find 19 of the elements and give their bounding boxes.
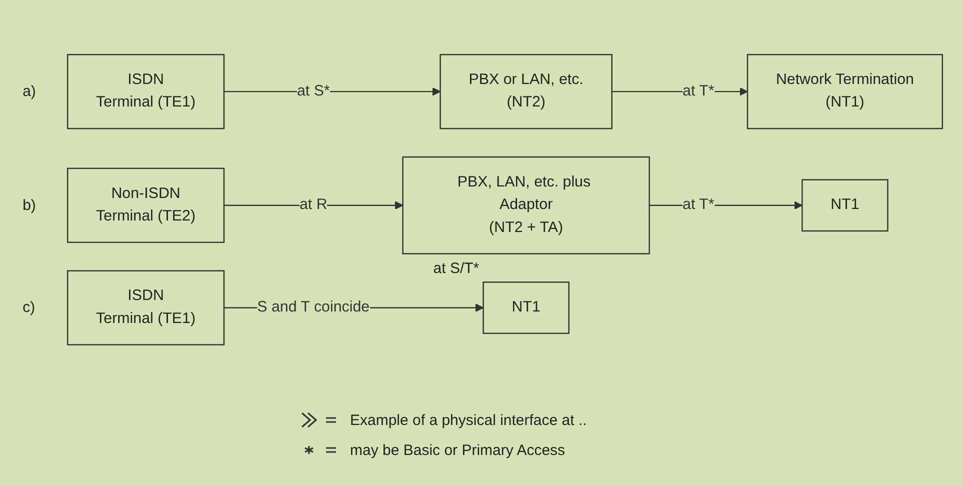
edge-label: at S*	[296, 83, 330, 100]
legend-text: Example of a physical interface at ..	[350, 412, 587, 428]
edge-label: at T*	[682, 83, 714, 100]
node-box: Non-ISDN Terminal (TE2)	[66, 168, 225, 244]
node-box: PBX or LAN, etc. (NT2)	[440, 54, 612, 130]
edge-label: at T*	[682, 197, 714, 214]
edge-label: S and T coincide	[257, 300, 370, 316]
legend-text: may be Basic or Primary Access	[350, 442, 566, 458]
node-box: NT1	[802, 179, 888, 232]
row-label: b)	[22, 196, 36, 214]
row-label: c)	[22, 299, 36, 316]
interface-label: at S/T*	[433, 260, 480, 278]
node-box: NT1	[482, 282, 570, 334]
node-box: ISDN Terminal (TE1)	[66, 270, 225, 346]
node-box: Network Termination (NT1)	[746, 54, 944, 130]
row-label: a)	[22, 82, 36, 100]
node-box: ISDN Terminal (TE1)	[66, 54, 225, 130]
node-box: PBX, LAN, etc. plus Adaptor (NT2 + TA)	[402, 156, 650, 255]
edge-label: at R	[299, 197, 328, 214]
